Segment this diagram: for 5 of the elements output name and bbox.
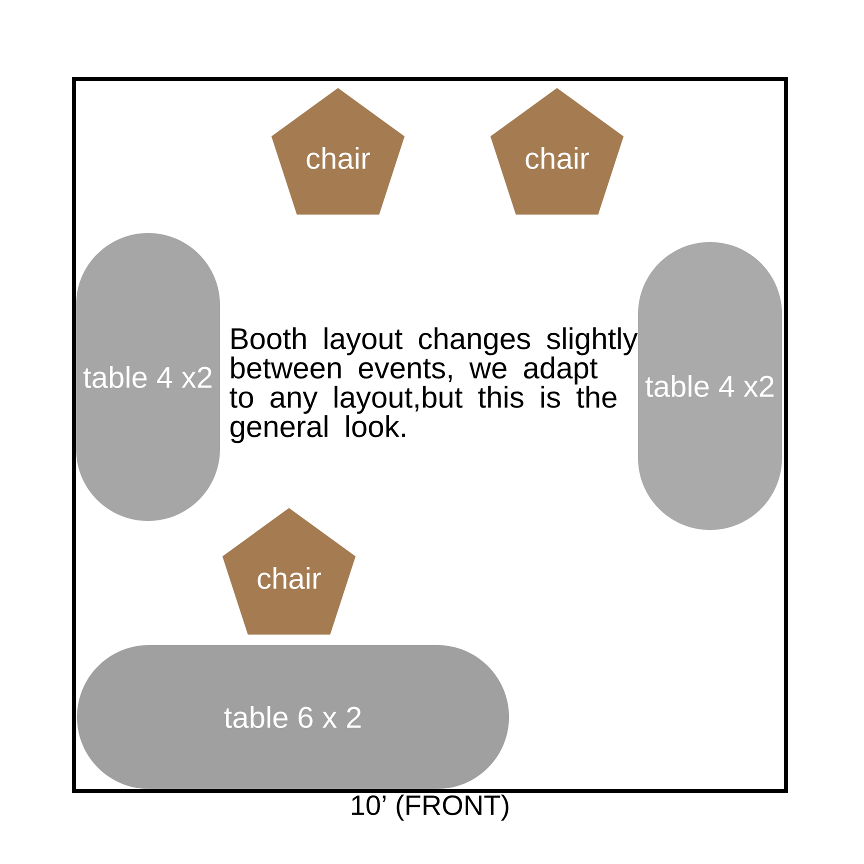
chair-pentagon: chair <box>222 508 356 635</box>
chair-pentagon: chair <box>490 88 624 215</box>
chair-pentagon: chair <box>271 88 405 215</box>
node-label: 10’ (FRONT) <box>352 794 508 821</box>
note-text: Booth layout changes slightly between events, we adapt to any layout,but this is the general look. <box>230 327 638 444</box>
